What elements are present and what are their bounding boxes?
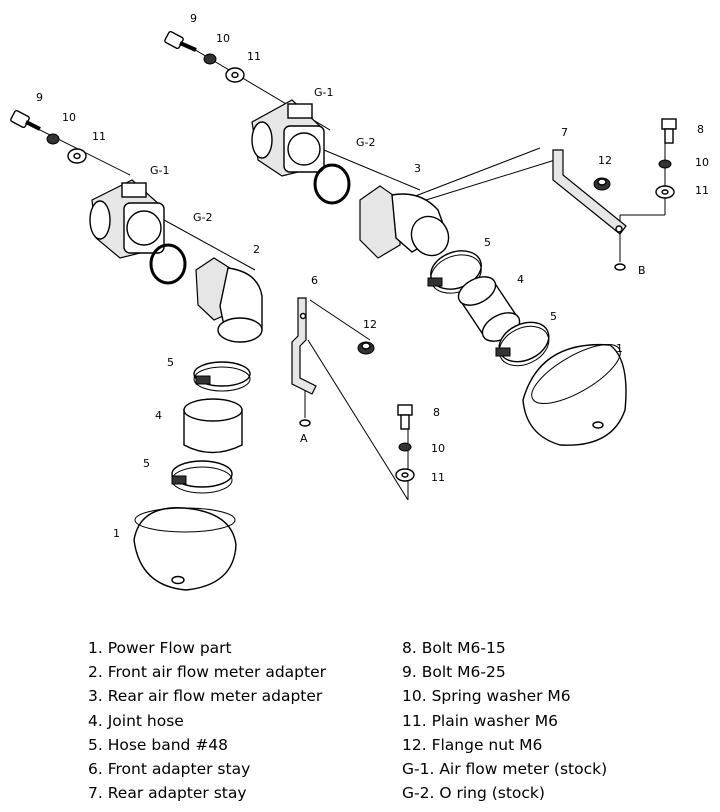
callout-g1: G-1 [314,86,334,99]
callout-a: A [300,432,308,445]
front-air-flow-meter [89,179,165,259]
callout-11: 11 [431,471,445,484]
callout-6: 6 [311,274,318,287]
legend-item: 6. Front adapter stay [88,760,251,779]
callout-8: 8 [433,406,440,419]
callout-10: 10 [695,156,709,169]
rear-air-flow-meter [251,99,325,177]
callout-b: B [638,264,646,277]
callout-9: 9 [36,91,43,104]
stay-bolt-m6-15-rear [661,118,677,144]
legend-item: G-1. Air flow meter (stock) [402,760,608,779]
callout-10: 10 [431,442,445,455]
callout-5: 5 [143,457,150,470]
callout-4: 4 [155,409,162,422]
callout-3: 3 [414,162,421,175]
callout-2: 2 [253,243,260,256]
callout-12: 12 [598,154,612,167]
callout-10: 10 [62,111,76,124]
rear-o-ring [313,163,351,205]
callout-12: 12 [363,318,377,331]
legend-item: 5. Hose band #48 [88,735,229,754]
legend-item: 9. Bolt M6-25 [402,663,506,682]
callout-11: 11 [695,184,709,197]
callout-5: 5 [484,236,491,249]
callout-8: 8 [697,123,704,136]
legend-item: 12. Flange nut M6 [402,735,543,754]
legend-item: G-2. O ring (stock) [402,784,545,803]
front-joint-hose [183,398,243,454]
legend-item: 2. Front air flow meter adapter [88,663,327,682]
legend-item: 3. Rear air flow meter adapter [88,687,323,706]
stay-spring-washer-front [398,442,412,452]
rear-joint-hose [457,276,521,342]
rear-spring-washer [203,53,217,65]
stay-bolt-m6-15-front [397,404,413,430]
callout-5: 5 [167,356,174,369]
front-spring-washer [46,133,60,145]
callout-9: 9 [190,12,197,25]
rear-air-flow-meter-adapter [359,185,450,259]
legend-item: 11. Plain washer M6 [402,711,558,730]
front-adapter-stay [291,297,317,395]
legend-column-right: 8. Bolt M6-15 9. Bolt M6-25 10. Spring w… [402,636,607,805]
parts-legend: 1. Power Flow part 2. Front air flow met… [0,636,720,806]
exploded-parts-diagram: 9 10 11 G-1 G-2 3 9 10 11 G-1 G-2 2 7 12… [10,12,709,591]
callout-11: 11 [247,50,261,63]
callout-7: 7 [561,126,568,139]
rear-power-flow-part [522,343,627,446]
callout-4: 4 [517,273,524,286]
front-bolt-m6-25 [10,109,41,131]
callout-labels: 9 10 11 G-1 G-2 3 9 10 11 G-1 G-2 2 7 12… [36,12,709,540]
front-hose-band-lower [171,460,233,494]
callout-g2: G-2 [193,211,213,224]
point-a-marker [299,419,311,427]
callout-g2: G-2 [356,136,376,149]
stay-spring-washer-rear [658,159,672,169]
front-hose-band-upper [193,361,251,392]
legend-item: 10. Spring washer M6 [402,687,571,706]
front-air-flow-meter-adapter [195,257,263,343]
rear-hose-band-lower [495,321,550,367]
callout-1: 1 [113,527,120,540]
legend-item: 4. Joint hose [88,711,184,730]
front-power-flow-part [133,507,237,591]
front-flange-nut [357,341,375,355]
legend-item: 8. Bolt M6-15 [402,639,506,657]
legend-item: 7. Rear adapter stay [88,784,247,803]
callout-10: 10 [216,32,230,45]
callout-g1: G-1 [150,164,170,177]
rear-bolt-m6-25 [164,30,197,52]
callout-11: 11 [92,130,106,143]
rear-flange-nut [593,177,611,191]
front-o-ring [149,243,187,285]
point-b-marker [614,263,626,271]
legend-column-left: 1. Power Flow part 2. Front air flow met… [88,636,326,805]
legend-item: 1. Power Flow part [88,639,232,657]
rear-adapter-stay [552,149,627,235]
callout-1: 1 [616,342,623,355]
callout-5: 5 [550,310,557,323]
